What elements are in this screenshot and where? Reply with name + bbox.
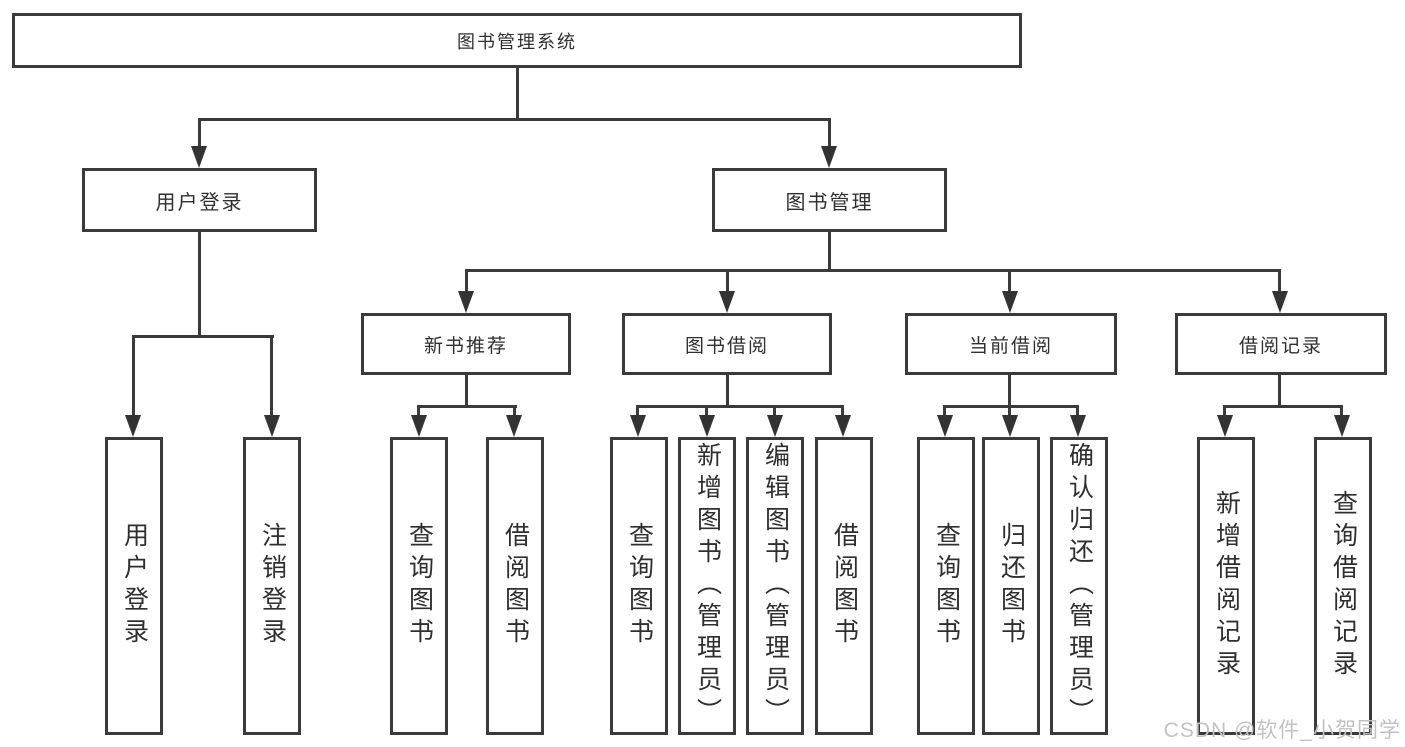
node-return-books: 归还图书: [982, 437, 1040, 735]
arrow-down-icon: [719, 291, 735, 313]
arrow-down-icon: [458, 291, 474, 313]
connector-stem: [513, 405, 516, 417]
connector-bar: [418, 405, 517, 408]
node-borrow-books-recommend: 借阅图书: [486, 437, 544, 735]
arrow-down-icon: [506, 415, 522, 437]
connector-bar: [944, 405, 1079, 408]
arrow-down-icon: [411, 415, 427, 437]
connector-stem: [726, 269, 729, 295]
connector-stem: [636, 405, 639, 417]
connector-root-stub: [516, 68, 519, 120]
node-label: 确认归还（管理员）: [1065, 442, 1094, 730]
connector-stub: [1008, 375, 1011, 408]
node-label: 借阅图书: [501, 522, 530, 650]
node-query-borrow-record: 查询借阅记录: [1314, 437, 1372, 735]
node-edit-books-admin: 编辑图书（管理员）: [746, 437, 804, 735]
connector-stem: [1223, 405, 1226, 417]
arrow-down-icon: [821, 146, 837, 168]
node-add-borrow-record: 新增借阅记录: [1197, 437, 1255, 735]
node-label: 图书管理系统: [457, 31, 577, 52]
node-label: 用户登录: [155, 191, 244, 214]
arrow-down-icon: [125, 415, 141, 437]
connector-stem: [1278, 269, 1281, 295]
node-label: 编辑图书（管理员）: [761, 442, 790, 730]
connector-stem: [270, 335, 273, 417]
connector-stub: [726, 375, 729, 408]
arrow-down-icon: [191, 146, 207, 168]
node-label: 借阅记录: [1238, 335, 1323, 357]
node-confirm-return-admin: 确认归还（管理员）: [1050, 437, 1108, 735]
arrow-down-icon: [699, 415, 715, 437]
node-label: 查询图书: [932, 522, 961, 650]
node-label: 新增借阅记录: [1212, 490, 1241, 682]
connector-stem: [132, 335, 135, 417]
arrow-down-icon: [264, 415, 280, 437]
watermark: CSDN @软件_小贺同学: [1163, 719, 1401, 742]
node-label: 当前借阅: [968, 335, 1053, 357]
connector-stem: [841, 405, 844, 417]
node-label: 图书管理: [785, 191, 874, 214]
node-label: 图书借阅: [684, 335, 769, 357]
connector-stem: [773, 405, 776, 417]
connector-stem: [417, 405, 420, 417]
node-user-login-leaf: 用户登录: [105, 437, 163, 735]
node-add-books-admin: 新增图书（管理员）: [678, 437, 736, 735]
node-book-borrowing: 图书借阅: [622, 313, 832, 375]
connector-stem: [1008, 269, 1011, 295]
arrow-down-icon: [1334, 415, 1350, 437]
node-label: 新书推荐: [423, 335, 508, 357]
connector-level3-bar: [465, 269, 1281, 272]
node-book-management: 图书管理: [712, 168, 947, 232]
connector-stub: [828, 232, 831, 272]
node-borrow-books-borrowing: 借阅图书: [815, 437, 873, 735]
connector-stem: [198, 118, 201, 148]
arrow-down-icon: [1217, 415, 1233, 437]
node-library-management-system: 图书管理系统: [12, 13, 1022, 68]
connector-stem: [1340, 405, 1343, 417]
node-label: 新增图书（管理员）: [693, 442, 722, 730]
node-user-login: 用户登录: [82, 168, 317, 232]
node-label: 注销登录: [258, 522, 287, 650]
node-current-borrowing: 当前借阅: [905, 313, 1117, 375]
node-label: 借阅图书: [830, 522, 859, 650]
connector-stub: [198, 232, 201, 338]
arrow-down-icon: [1272, 291, 1288, 313]
connector-stem: [465, 269, 468, 295]
connector-bar: [1224, 405, 1343, 408]
connector-level2-bar: [198, 118, 831, 121]
connector-stub: [465, 375, 468, 408]
connector-stem: [705, 405, 708, 417]
node-label: 查询图书: [405, 522, 434, 650]
connector-stem: [943, 405, 946, 417]
arrow-down-icon: [1070, 415, 1086, 437]
arrow-down-icon: [937, 415, 953, 437]
arrow-down-icon: [630, 415, 646, 437]
connector-bar: [132, 335, 274, 338]
node-query-books-borrowing: 查询图书: [610, 437, 668, 735]
arrow-down-icon: [1002, 291, 1018, 313]
node-label: 用户登录: [120, 522, 149, 650]
connector-stem: [1008, 405, 1011, 417]
connector-stem: [828, 118, 831, 148]
node-label: 归还图书: [997, 522, 1026, 650]
node-query-books-recommend: 查询图书: [390, 437, 448, 735]
node-label: 查询借阅记录: [1329, 490, 1358, 682]
node-label: 查询图书: [625, 522, 654, 650]
node-borrowing-records: 借阅记录: [1175, 313, 1387, 375]
node-query-books-current: 查询图书: [917, 437, 975, 735]
arrow-down-icon: [1002, 415, 1018, 437]
node-logout-login: 注销登录: [243, 437, 301, 735]
connector-stub: [1278, 375, 1281, 408]
arrow-down-icon: [767, 415, 783, 437]
arrow-down-icon: [835, 415, 851, 437]
connector-stem: [1076, 405, 1079, 417]
connector-bar: [637, 405, 844, 408]
node-new-book-recommendation: 新书推荐: [361, 313, 571, 375]
